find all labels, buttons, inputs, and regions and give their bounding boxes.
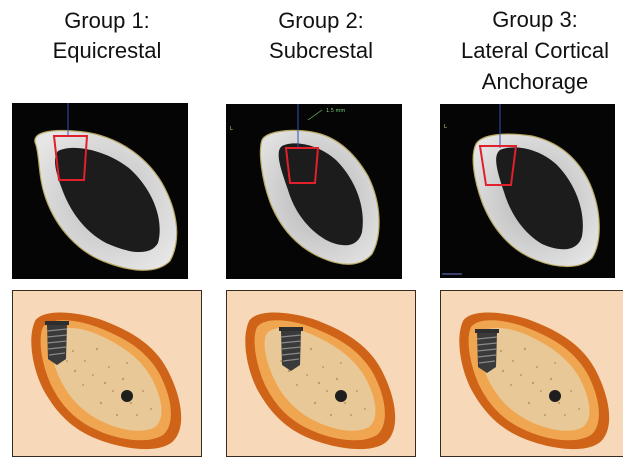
group-1-ct-scan <box>12 103 188 279</box>
group-3-column: Group 3: Lateral Cortical Anchorage L <box>440 0 623 462</box>
group-1-schematic <box>12 290 202 457</box>
group-2-column: Group 2: Subcrestal L 1.5 mm <box>226 0 416 462</box>
ct-scale-label: 1.5 mm <box>326 108 345 114</box>
svg-text:L: L <box>230 126 233 132</box>
group-3-title-line3: Anchorage <box>440 66 623 97</box>
group-2-title: Group 2: Subcrestal <box>226 6 416 66</box>
implant-screw-icon <box>475 329 499 373</box>
group-3-schematic <box>440 290 623 457</box>
nerve-canal-icon <box>549 390 561 402</box>
group-1-title-line2: Equicrestal <box>12 36 202 66</box>
svg-text:L: L <box>444 124 447 130</box>
group-2-title-line1: Group 2: <box>226 6 416 36</box>
group-2-ct-scan: L 1.5 mm <box>226 104 402 279</box>
group-1-title: Group 1: Equicrestal <box>12 6 202 66</box>
group-3-title: Group 3: Lateral Cortical Anchorage <box>440 4 623 97</box>
group-2-title-line2: Subcrestal <box>226 36 416 66</box>
nerve-canal-icon <box>121 390 133 402</box>
nerve-canal-icon <box>335 390 347 402</box>
group-1-column: Group 1: Equicrestal <box>12 0 202 462</box>
group-2-schematic <box>226 290 416 457</box>
group-3-ct-scan: L <box>440 104 615 278</box>
group-3-title-line2: Lateral Cortical <box>440 35 623 66</box>
group-1-title-line1: Group 1: <box>12 6 202 36</box>
group-3-title-line1: Group 3: <box>440 4 623 35</box>
implant-screw-icon <box>279 327 303 371</box>
implant-screw-icon <box>45 321 69 365</box>
